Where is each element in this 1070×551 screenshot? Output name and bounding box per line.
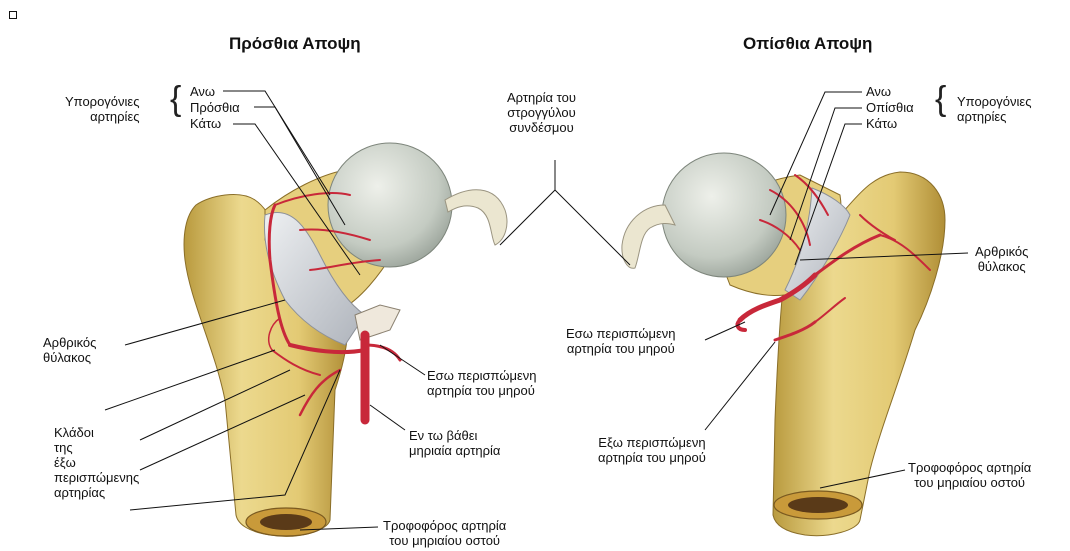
anterior-nutrient-artery-label: Τροφοφόρος αρτηρία του μηριαίου οστού: [383, 518, 506, 548]
anterior-subcapsular-label: Υπορογόνιες αρτηρίες: [65, 94, 140, 124]
anterior-capsule-label: Αρθρικός θύλακος: [43, 335, 96, 365]
deep-femoral-artery-label: Εν τω βάθει μηριαία αρτηρία: [409, 428, 500, 458]
ligament-teres-artery-label: Αρτηρία του στρογγύλου συνδέσμου: [507, 90, 576, 135]
posterior-subcapsular-label: Υπορογόνιες αρτηρίες: [957, 94, 1032, 124]
anterior-femur: [184, 143, 507, 536]
posterior-femoral-head: [662, 153, 786, 277]
anterior-branch-superior: Ανω: [190, 84, 215, 99]
anterior-branch-inferior: Κάτω: [190, 116, 221, 131]
posterior-capsule-label: Αρθρικός θύλακος: [975, 244, 1028, 274]
posterior-branch-inferior: Κάτω: [866, 116, 897, 131]
anterior-medial-circumflex-label: Εσω περισπώμενη αρτηρία του μηρού: [427, 368, 536, 398]
anterior-brace: {: [170, 82, 181, 116]
posterior-lateral-circumflex-label: Εξω περισπώμενη αρτηρία του μηρού: [598, 435, 706, 465]
posterior-nutrient-artery-label: Τροφοφόρος αρτηρία του μηριαίου οστού: [908, 460, 1031, 490]
anterior-view-title: Πρόσθια Αποψη: [229, 34, 361, 54]
anterior-ligament-teres: [445, 190, 507, 245]
anterior-femoral-head: [328, 143, 452, 267]
lateral-circumflex-branches-label: Κλάδοι της έξω περισπώμενης αρτηρίας: [54, 425, 139, 500]
posterior-branch-superior: Ανω: [866, 84, 891, 99]
posterior-view-title: Οπίσθια Αποψη: [743, 34, 872, 54]
posterior-branch-posterior: Οπίσθια: [866, 100, 914, 115]
posterior-medial-circumflex-label: Εσω περισπώμενη αρτηρία του μηρού: [566, 326, 675, 356]
anterior-branch-anterior: Πρόσθια: [190, 100, 240, 115]
posterior-brace: {: [935, 82, 946, 116]
